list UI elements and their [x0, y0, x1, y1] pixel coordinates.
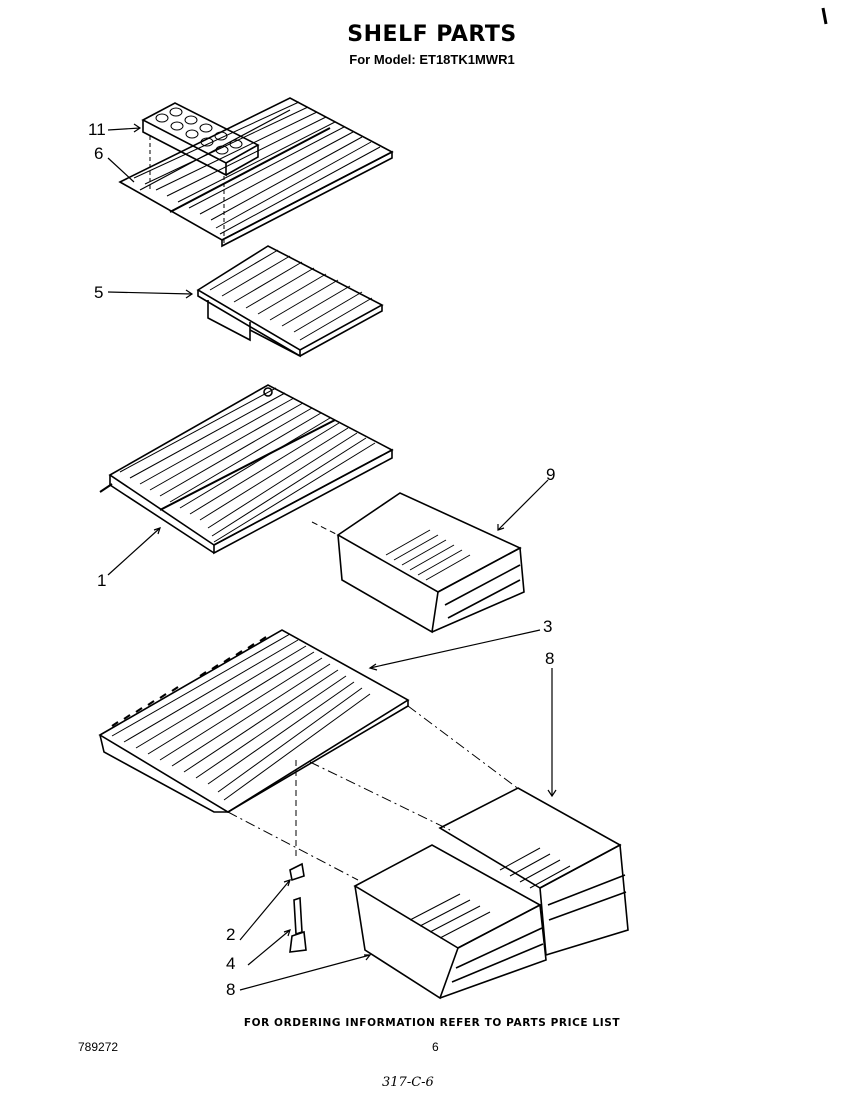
adjuster-part-4: [289, 896, 307, 953]
pan-drawer-part-8-front: [353, 844, 547, 1000]
screw-part-2: [289, 862, 305, 882]
callout-11: 11: [88, 120, 106, 139]
callout-1: 1: [97, 571, 107, 590]
model-line: For Model: ET18TK1MWR1: [349, 52, 515, 67]
wire-shelf-part-6: [118, 97, 394, 248]
document-number: 789272: [78, 1040, 119, 1054]
egg-tray-part-11: [141, 102, 260, 245]
page-title: SHELF PARTS: [347, 22, 517, 47]
handwritten-note: 317-C-6: [382, 1075, 434, 1090]
leader-lines: [107, 123, 557, 991]
small-shelf-part-5: [196, 245, 384, 358]
crisper-drawer-part-9: [311, 492, 525, 634]
callout-2: 2: [226, 925, 236, 944]
crisper-cover-part-3: [98, 629, 521, 881]
callout-8-upper: 8: [545, 649, 555, 668]
scan-mark: [821, 7, 828, 25]
ordering-note: FOR ORDERING INFORMATION REFER TO PARTS …: [243, 1017, 621, 1029]
callout-5: 5: [94, 283, 104, 302]
page-number: 6: [432, 1040, 439, 1054]
callout-3: 3: [543, 617, 553, 636]
pan-drawer-part-8-rear: [438, 787, 629, 956]
callout-6: 6: [94, 144, 104, 163]
callout-9: 9: [546, 465, 556, 484]
callout-8-lower: 8: [226, 980, 236, 999]
callout-4: 4: [226, 954, 236, 973]
wire-shelf-part-1: [99, 384, 394, 555]
